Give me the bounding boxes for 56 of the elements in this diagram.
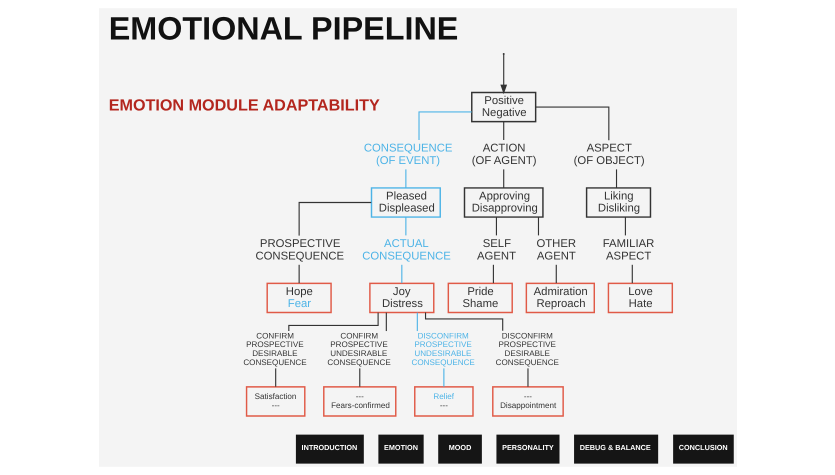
node-box: --- Disappointment: [492, 386, 564, 417]
connector: [358, 368, 360, 387]
label: DEBUG & BALANCE: [579, 443, 650, 452]
node-text: FAMILIAR ASPECT: [602, 238, 654, 262]
node-text: PROSPECTIVE CONSEQUENCE: [254, 238, 344, 262]
node-box: --- Fears-confirmed: [322, 386, 396, 417]
connector: [298, 264, 300, 284]
node-text: DISCONFIRM PROSPECTIVE UNDESIRABLE CONSEQUENCE: [411, 331, 474, 368]
node-text: ACTUAL CONSEQUENCE: [362, 238, 450, 262]
connector: [400, 264, 402, 284]
node-box: Love Hate: [607, 282, 673, 314]
label: INTRODUCTION: [301, 443, 357, 452]
node-box: Relief ---: [414, 386, 474, 417]
arrow: [500, 54, 507, 94]
connector: [404, 217, 406, 236]
connector: [418, 111, 472, 140]
node-box: Joy Distress: [368, 282, 434, 314]
node-box: Pride Shame: [447, 282, 512, 314]
connector: [502, 169, 504, 188]
connector: [442, 368, 444, 387]
node-text: CONFIRM PROSPECTIVE UNDESIRABLE CONSEQUENCE: [326, 331, 390, 368]
connector: [502, 122, 504, 140]
connector: [615, 169, 617, 188]
connector: [416, 312, 418, 332]
node-text: OTHER AGENT: [536, 238, 576, 262]
node-box: Hope Fear: [266, 282, 332, 314]
node-text: SELF AGENT: [476, 238, 516, 262]
connector: [555, 264, 556, 284]
connector: [535, 106, 609, 140]
node-text: CONFIRM PROSPECTIVE DESIRABLE CONSEQUENCE: [242, 331, 306, 368]
connector: [526, 368, 528, 387]
node-box: Admiration Reproach: [525, 282, 594, 314]
connector: [492, 264, 494, 284]
node-box: Satisfaction ---: [245, 386, 306, 417]
node-box: Pleased Displeased: [370, 187, 440, 218]
label: MOOD: [448, 443, 471, 452]
connector: [631, 264, 632, 284]
connector: [495, 217, 496, 236]
label: EMOTION MODULE ADAPTABILITY: [108, 96, 380, 114]
connector: [298, 202, 371, 236]
node-text: DISCONFIRM PROSPECTIVE DESIRABLE CONSEQUENCE: [495, 331, 558, 368]
node-box: Liking Disliking: [585, 187, 651, 218]
connector: [404, 169, 406, 188]
node-box: Approving Disapproving: [463, 187, 544, 218]
connector: [624, 217, 626, 236]
node-text: CONSEQUENCE (OF EVENT): [363, 142, 452, 167]
node-box: Positive Negative: [470, 92, 536, 122]
label: CONCLUSION: [678, 443, 728, 452]
connector: [537, 217, 539, 236]
label: PERSONALITY: [502, 443, 554, 452]
connector: [385, 312, 386, 332]
diagram-title: EMOTIONAL PIPELINE: [108, 10, 458, 47]
connector: [274, 368, 276, 387]
node-text: ASPECT (OF OBJECT): [573, 142, 644, 167]
label: EMOTION: [384, 443, 418, 452]
node-text: ACTION (OF AGENT): [471, 142, 536, 167]
